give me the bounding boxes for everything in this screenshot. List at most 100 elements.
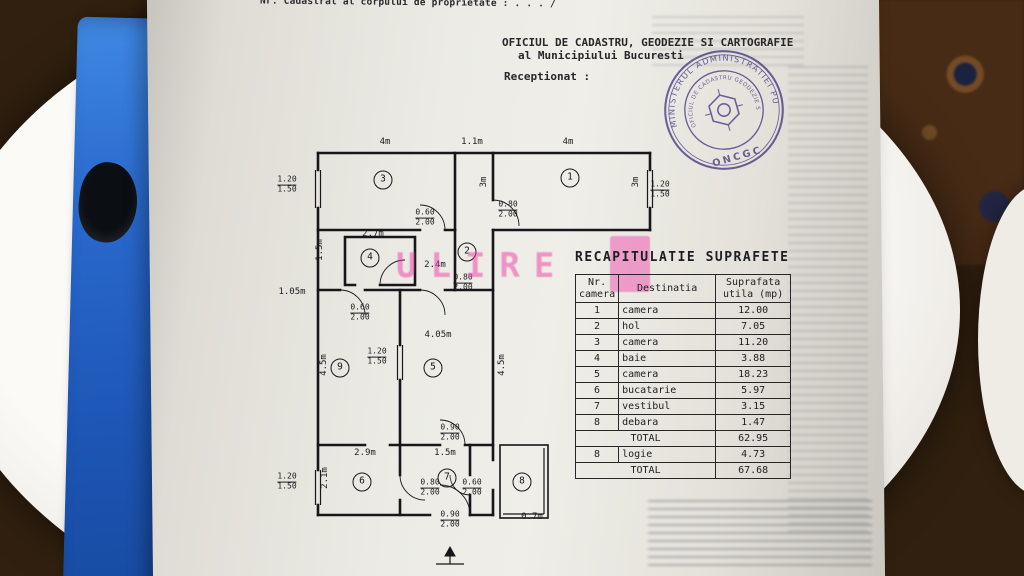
receptionat-label: Receptionat : [504, 70, 591, 83]
recap-cell: 12.00 [715, 302, 792, 319]
recap-cell: logie [618, 446, 717, 463]
recap-cell: bucatarie [618, 382, 717, 399]
dimension-label: 1.05m [278, 287, 306, 297]
recap-cell: 5.97 [715, 382, 792, 399]
room-number: 5 [423, 358, 443, 378]
recap-cell: 8 [574, 414, 620, 431]
room-number: 6 [352, 472, 372, 492]
dimension-label: 2.1m [320, 467, 330, 489]
dimension-label: 4m [379, 137, 391, 147]
stamp-inner-text: OFICIUL DE CADASTRU GEODEZIE SI CARTOGRA… [680, 67, 762, 130]
header-nr-camera: Nr. camera [574, 274, 620, 303]
recap-cell: 4 [574, 350, 620, 367]
recap-cell: 11.20 [715, 334, 792, 351]
room-number: 1 [560, 168, 580, 188]
room-number: 8 [512, 472, 532, 492]
recap-cell: 1 [574, 302, 620, 319]
dimension-label: 1.5m [434, 448, 456, 458]
blurred-text-bottom [648, 500, 872, 570]
recap-cell: debara [618, 414, 717, 431]
recap-cell: 3.15 [715, 398, 792, 415]
header-nr-line1: Nr. [588, 276, 607, 288]
recap-section: RECAPITULATIE SUPRAFETE Nr. camera Desti… [574, 250, 800, 479]
dimension-label: 4.05m [424, 330, 452, 340]
dimension-label: 4.5m [319, 354, 329, 376]
recap-cell: vestibul [618, 398, 717, 415]
recap-header-row: Nr. camera Destinatia Suprafata utila (m… [574, 274, 792, 303]
office-header: OFICIUL DE CADASTRU, GEODEZIE SI CARTOGR… [502, 36, 812, 62]
dimension-label: 3m [479, 176, 489, 188]
recap-cell: TOTAL [574, 462, 717, 479]
room-number: 3 [373, 170, 393, 190]
floorplan-drawing [314, 151, 654, 565]
room-number: 4 [360, 248, 380, 268]
office-line1: OFICIUL DE CADASTRU, GEODEZIE SI CARTOGR… [502, 36, 794, 49]
header-nr-line2: camera [579, 288, 616, 300]
dimension-label: 4m [562, 137, 574, 147]
svg-text:OFICIUL DE CADASTRU GEODEZIE S: OFICIUL DE CADASTRU GEODEZIE SI CARTOGRA… [680, 67, 762, 130]
recap-cell: camera [618, 334, 717, 351]
recap-cell: 1.47 [715, 414, 792, 431]
header-destinatia: Destinatia [618, 274, 717, 303]
north-mark-icon [436, 545, 464, 565]
recap-cell: 18.23 [715, 366, 792, 383]
recap-cell: 4.73 [715, 446, 792, 463]
recap-cell: 62.95 [715, 430, 792, 447]
recap-cell: baie [618, 350, 717, 367]
room-number: 7 [437, 468, 457, 488]
header-sup-line1: Suprafata [726, 276, 781, 288]
header-suprafata: Suprafata utila (mp) [715, 274, 792, 303]
dimension-label: 4.5m [497, 354, 507, 376]
recap-cell: 7.05 [715, 318, 792, 335]
dimension-label: 0.7m [521, 512, 543, 522]
dimension-label: 1.1m [461, 137, 483, 147]
office-line2: al Municipiului Bucuresti [518, 49, 684, 63]
recap-cell: camera [618, 366, 717, 383]
recap-cell: 7 [574, 398, 620, 415]
recap-table: Nr. camera Destinatia Suprafata utila (m… [574, 274, 792, 479]
stamp-seal-icon: MINISTERUL ADMINISTRATIEI PUBLICE OFICIU… [653, 39, 784, 170]
dimension-label: 2.9m [354, 448, 376, 458]
recap-cell: 6 [574, 382, 620, 399]
official-round-stamp: MINISTERUL ADMINISTRATIEI PUBLICE OFICIU… [642, 28, 805, 191]
blurred-text-column [788, 66, 868, 534]
pink-watermark-text: ULIRE [396, 246, 569, 286]
room-number: 9 [330, 358, 350, 378]
recap-cell: 67.68 [715, 462, 792, 479]
dimension-label: 2.7m [362, 229, 384, 239]
dimension-label: 1.5m [315, 239, 325, 261]
recap-cell: 3.88 [715, 350, 792, 367]
recap-cell: TOTAL [574, 430, 717, 447]
recap-cell: 2 [574, 318, 620, 335]
recap-cell: hol [618, 318, 717, 335]
recap-cell: 3 [574, 334, 620, 351]
recap-cell: 8 [574, 446, 620, 463]
recap-title: RECAPITULATIE SUPRAFETE [575, 250, 790, 265]
dimension-label: 3m [631, 176, 641, 188]
blurred-text-top [652, 16, 804, 68]
recap-cell: camera [618, 302, 717, 319]
dimension-label: 2.4m [424, 260, 446, 270]
